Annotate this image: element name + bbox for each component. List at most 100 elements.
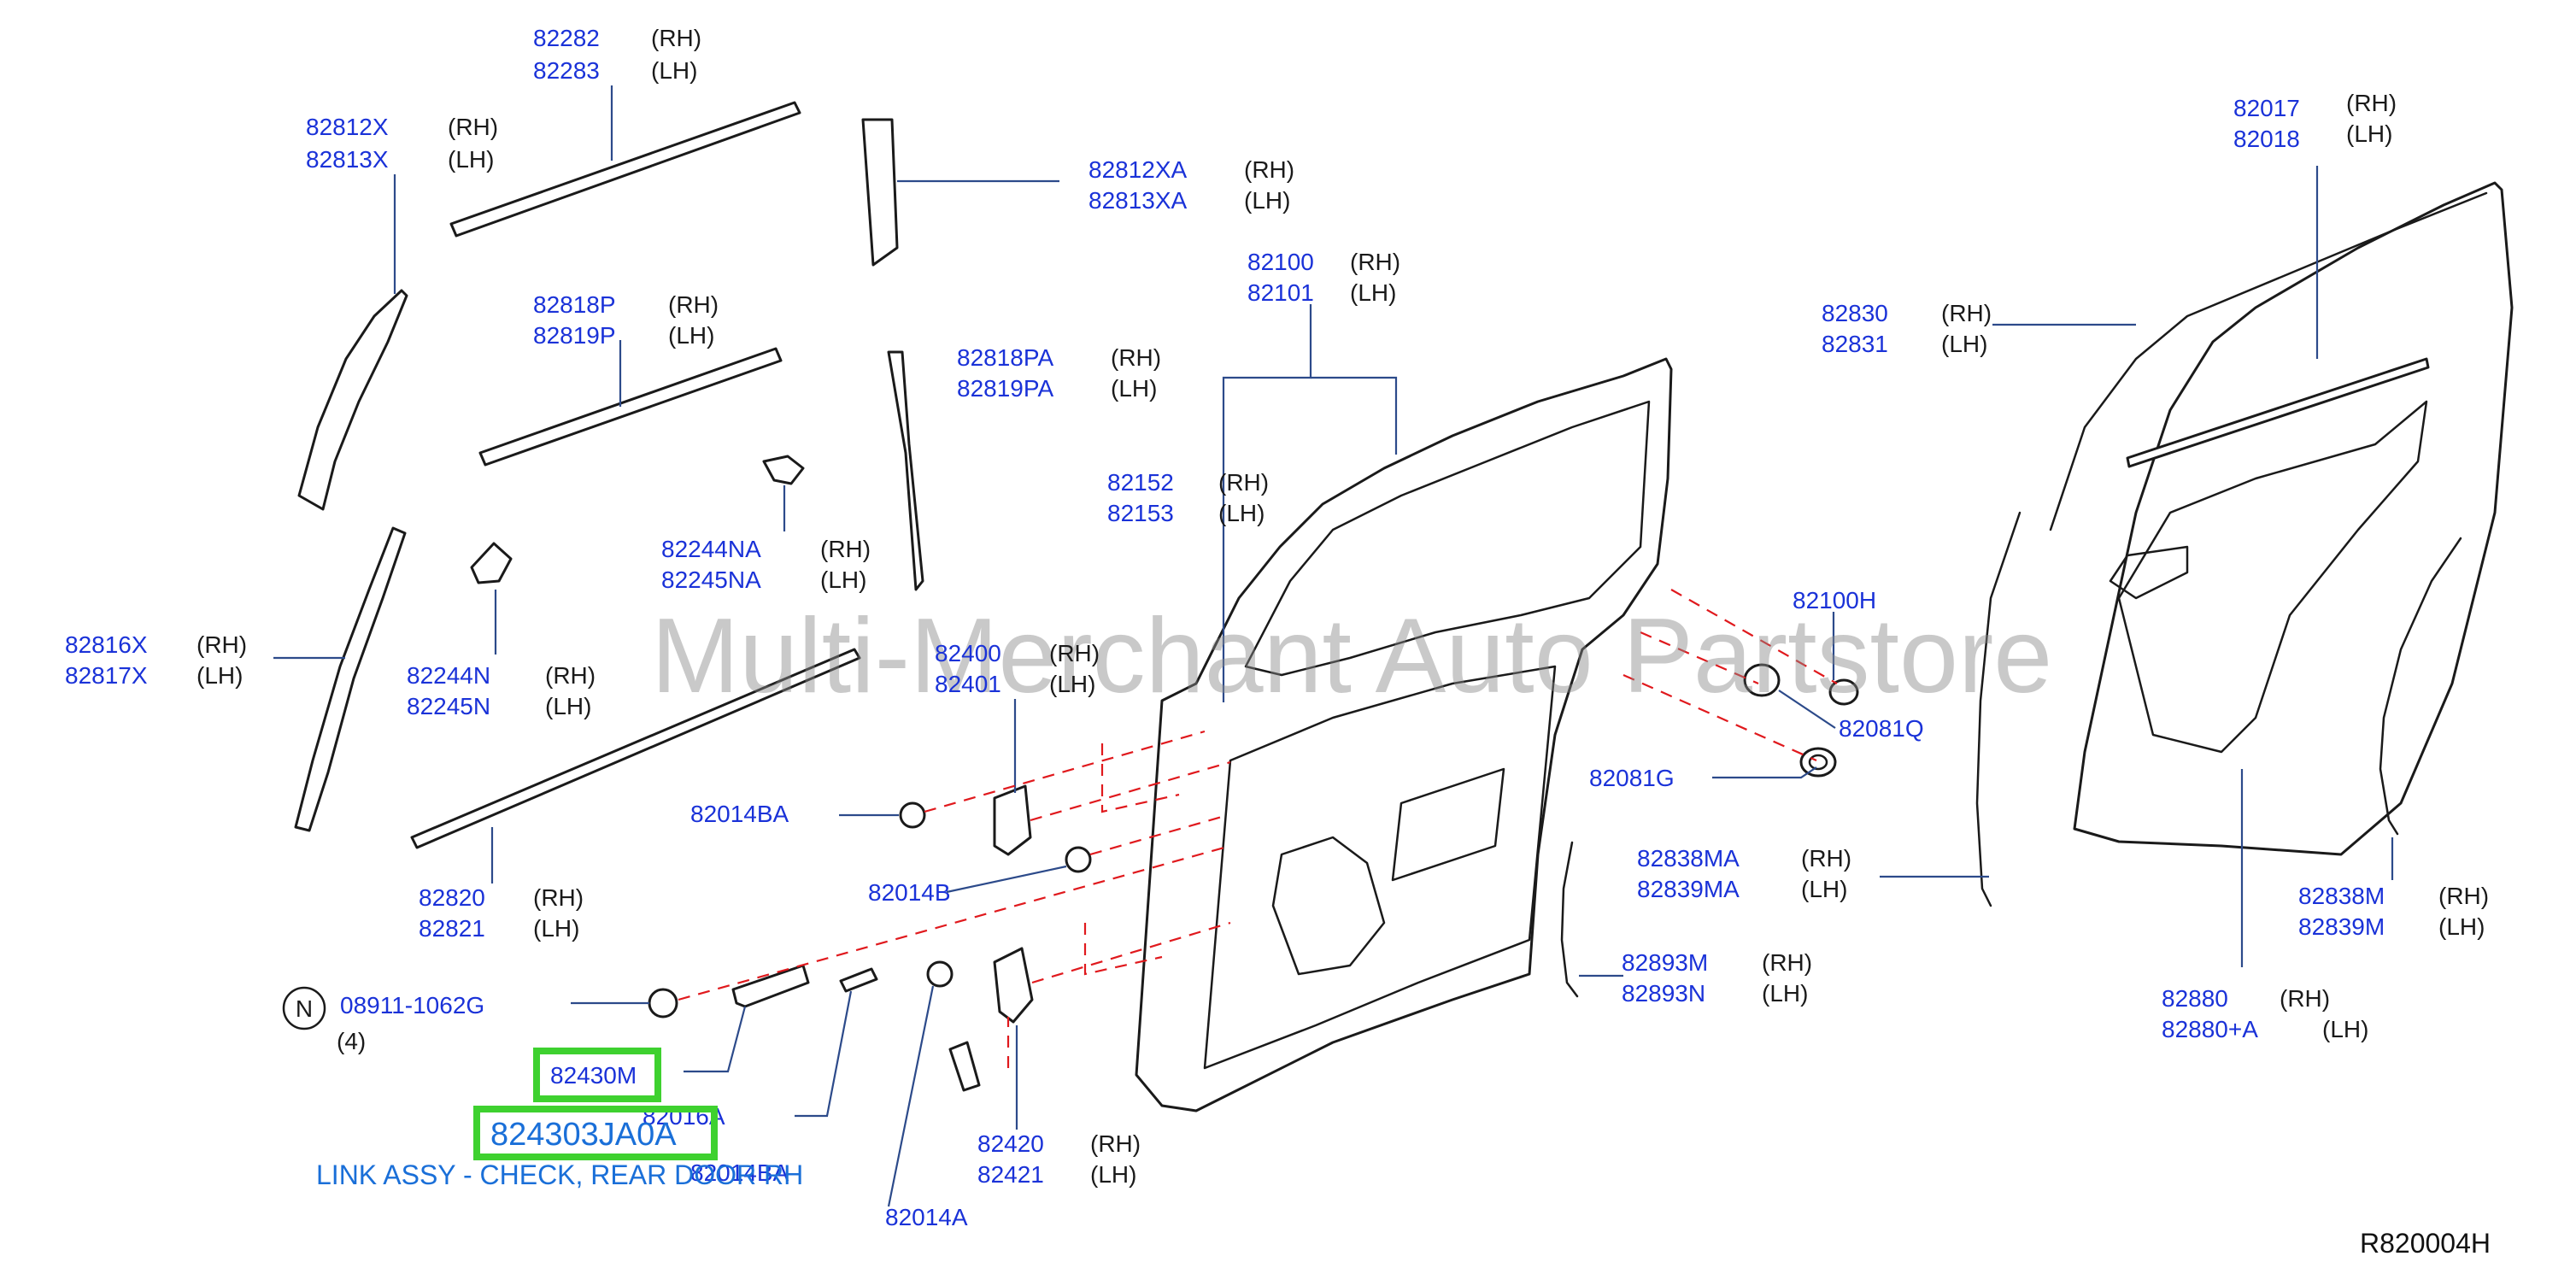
- pn-82014B[interactable]: 82014B: [868, 879, 951, 906]
- bolt-lower-82014BA: [948, 1041, 981, 1092]
- plug-82081Q: [1743, 663, 1781, 697]
- sash-strip-rear: [887, 350, 924, 591]
- pn-82081Q[interactable]: 82081Q: [1839, 715, 1924, 742]
- side-82838MA-lh: (LH): [1801, 876, 1847, 902]
- hinge-82400: [993, 784, 1032, 856]
- pn-82017-rh[interactable]: 82017: [2233, 95, 2300, 121]
- pn-82244NA-lh[interactable]: 82245NA: [661, 566, 761, 593]
- dash-panel-b: [1083, 923, 1163, 976]
- sash-molding-top: [449, 101, 801, 238]
- pn-82100-lh[interactable]: 82101: [1247, 279, 1314, 306]
- side-82812X-rh: (RH): [448, 114, 498, 140]
- side-82017-lh: (LH): [2346, 120, 2392, 147]
- pn-82830-lh[interactable]: 82831: [1822, 331, 1888, 357]
- belt-molding-upper: [478, 347, 783, 467]
- pn-82830-rh[interactable]: 82830: [1822, 300, 1888, 326]
- side-82820-lh: (LH): [533, 915, 579, 942]
- pn-82816X-rh[interactable]: 82816X: [65, 631, 148, 658]
- weatherstrip-82830: [2049, 191, 2488, 531]
- pn-82812XA-rh[interactable]: 82812XA: [1088, 156, 1188, 183]
- pn-82812X-lh[interactable]: 82813X: [306, 146, 389, 173]
- qty-08911: (4): [337, 1028, 366, 1054]
- pn-82014BA[interactable]: 82014BA: [690, 801, 789, 827]
- pn-82818PA-lh[interactable]: 82819PA: [957, 375, 1053, 402]
- pn-82812XA-lh[interactable]: 82813XA: [1088, 187, 1188, 214]
- leader-82081G: [1712, 766, 1817, 779]
- side-82244N-rh: (RH): [545, 662, 596, 689]
- pn-82420-rh[interactable]: 82420: [977, 1130, 1044, 1157]
- pn-82244NA-rh[interactable]: 82244NA: [661, 536, 761, 562]
- pn-82812X-rh[interactable]: 82812X: [306, 114, 389, 140]
- nut-symbol-circle: [282, 986, 326, 1030]
- pn-82838M-lh[interactable]: 82839M: [2298, 913, 2385, 940]
- pn-82818P-rh[interactable]: 82818P: [533, 291, 616, 318]
- pn-82820-lh[interactable]: 82821: [419, 915, 485, 942]
- door-trim: [2073, 181, 2514, 856]
- pn-82400-rh[interactable]: 82400: [935, 640, 1001, 666]
- pn-82820-rh[interactable]: 82820: [419, 884, 485, 911]
- side-82893M-lh: (LH): [1762, 980, 1808, 1007]
- highlight-description: LINK ASSY - CHECK, REAR DOOR RH: [316, 1159, 803, 1190]
- pn-82838M-rh[interactable]: 82838M: [2298, 883, 2385, 909]
- pn-82818PA-rh[interactable]: 82818PA: [957, 344, 1053, 371]
- side-82816X-rh: (RH): [197, 631, 247, 658]
- side-82818PA-rh: (RH): [1111, 344, 1161, 371]
- pn-82152-lh[interactable]: 82153: [1107, 500, 1174, 526]
- pn-82017-lh[interactable]: 82018: [2233, 126, 2300, 152]
- side-82282-lh: (LH): [651, 57, 697, 84]
- pn-82880-lh[interactable]: 82880+A: [2162, 1016, 2258, 1042]
- leader-82014A: [887, 985, 935, 1207]
- side-82818PA-lh: (LH): [1111, 375, 1157, 402]
- pn-82400-lh[interactable]: 82401: [935, 671, 1001, 697]
- pn-82838MA-rh[interactable]: 82838MA: [1637, 845, 1740, 872]
- side-82830-lh: (LH): [1941, 331, 1987, 357]
- side-82838M-lh: (LH): [2438, 913, 2485, 940]
- bolt-82014B: [1065, 846, 1092, 873]
- bolt-82014BA: [899, 801, 926, 829]
- highlight-part-number[interactable]: 824303JA0A: [490, 1117, 677, 1153]
- pn-82818P-lh[interactable]: 82819P: [533, 322, 616, 349]
- dash-82400: [1030, 760, 1231, 822]
- pn-82420-lh[interactable]: 82421: [977, 1161, 1044, 1188]
- pn-82282-lh[interactable]: 82283: [533, 57, 600, 84]
- pin-82016A: [839, 967, 878, 993]
- pn-82081G[interactable]: 82081G: [1589, 765, 1675, 791]
- clip-82244NA: [762, 455, 805, 485]
- side-82244NA-lh: (LH): [820, 566, 866, 593]
- grommet-82081G: [1799, 747, 1837, 778]
- door-inner-cutout: [1271, 836, 1386, 976]
- grommet-82081G-inner: [1808, 754, 1828, 771]
- leader-82430M: [684, 1006, 747, 1073]
- sash-cover-rear: [861, 118, 899, 267]
- pn-82014BA-bottom[interactable]: 82014BA: [690, 1159, 789, 1186]
- check-link-82430M: [731, 964, 810, 1008]
- pn-82100-rh[interactable]: 82100: [1247, 249, 1314, 275]
- pn-82014A[interactable]: 82014A: [885, 1204, 968, 1230]
- dash-82014B: [1089, 815, 1223, 856]
- pn-82282-rh[interactable]: 82282: [533, 25, 600, 51]
- dash-82420: [1031, 921, 1231, 984]
- clip-82244N: [470, 542, 513, 584]
- strip-82017: [2126, 357, 2430, 468]
- pn-82152-rh[interactable]: 82152: [1107, 469, 1174, 496]
- pn-82244N-lh[interactable]: 82245N: [407, 693, 490, 719]
- side-82830-rh: (RH): [1941, 300, 1992, 326]
- side-82880-lh: (LH): [2322, 1016, 2368, 1042]
- pn-82100H[interactable]: 82100H: [1793, 587, 1876, 613]
- pn-82893M-lh[interactable]: 82893N: [1622, 980, 1705, 1007]
- leader-82016A: [795, 990, 853, 1118]
- side-82152-rh: (RH): [1218, 469, 1269, 496]
- washer-82014A: [926, 960, 954, 988]
- side-82282-rh: (RH): [651, 25, 701, 51]
- pn-82838MA-lh[interactable]: 82839MA: [1637, 876, 1740, 902]
- side-82017-rh: (RH): [2346, 90, 2397, 116]
- pn-82244N-rh[interactable]: 82244N: [407, 662, 490, 689]
- pn-82880-rh[interactable]: 82880: [2162, 985, 2228, 1012]
- pn-82816X-lh[interactable]: 82817X: [65, 662, 148, 689]
- dash-plug-3: [1622, 673, 1817, 762]
- pn-82893M-rh[interactable]: 82893M: [1622, 949, 1708, 976]
- side-82420-lh: (LH): [1090, 1161, 1136, 1188]
- pn-08911[interactable]: 08911-1062G: [340, 992, 484, 1019]
- dash-panel-a: [1100, 743, 1180, 813]
- pn-82430M[interactable]: 82430M: [550, 1062, 637, 1089]
